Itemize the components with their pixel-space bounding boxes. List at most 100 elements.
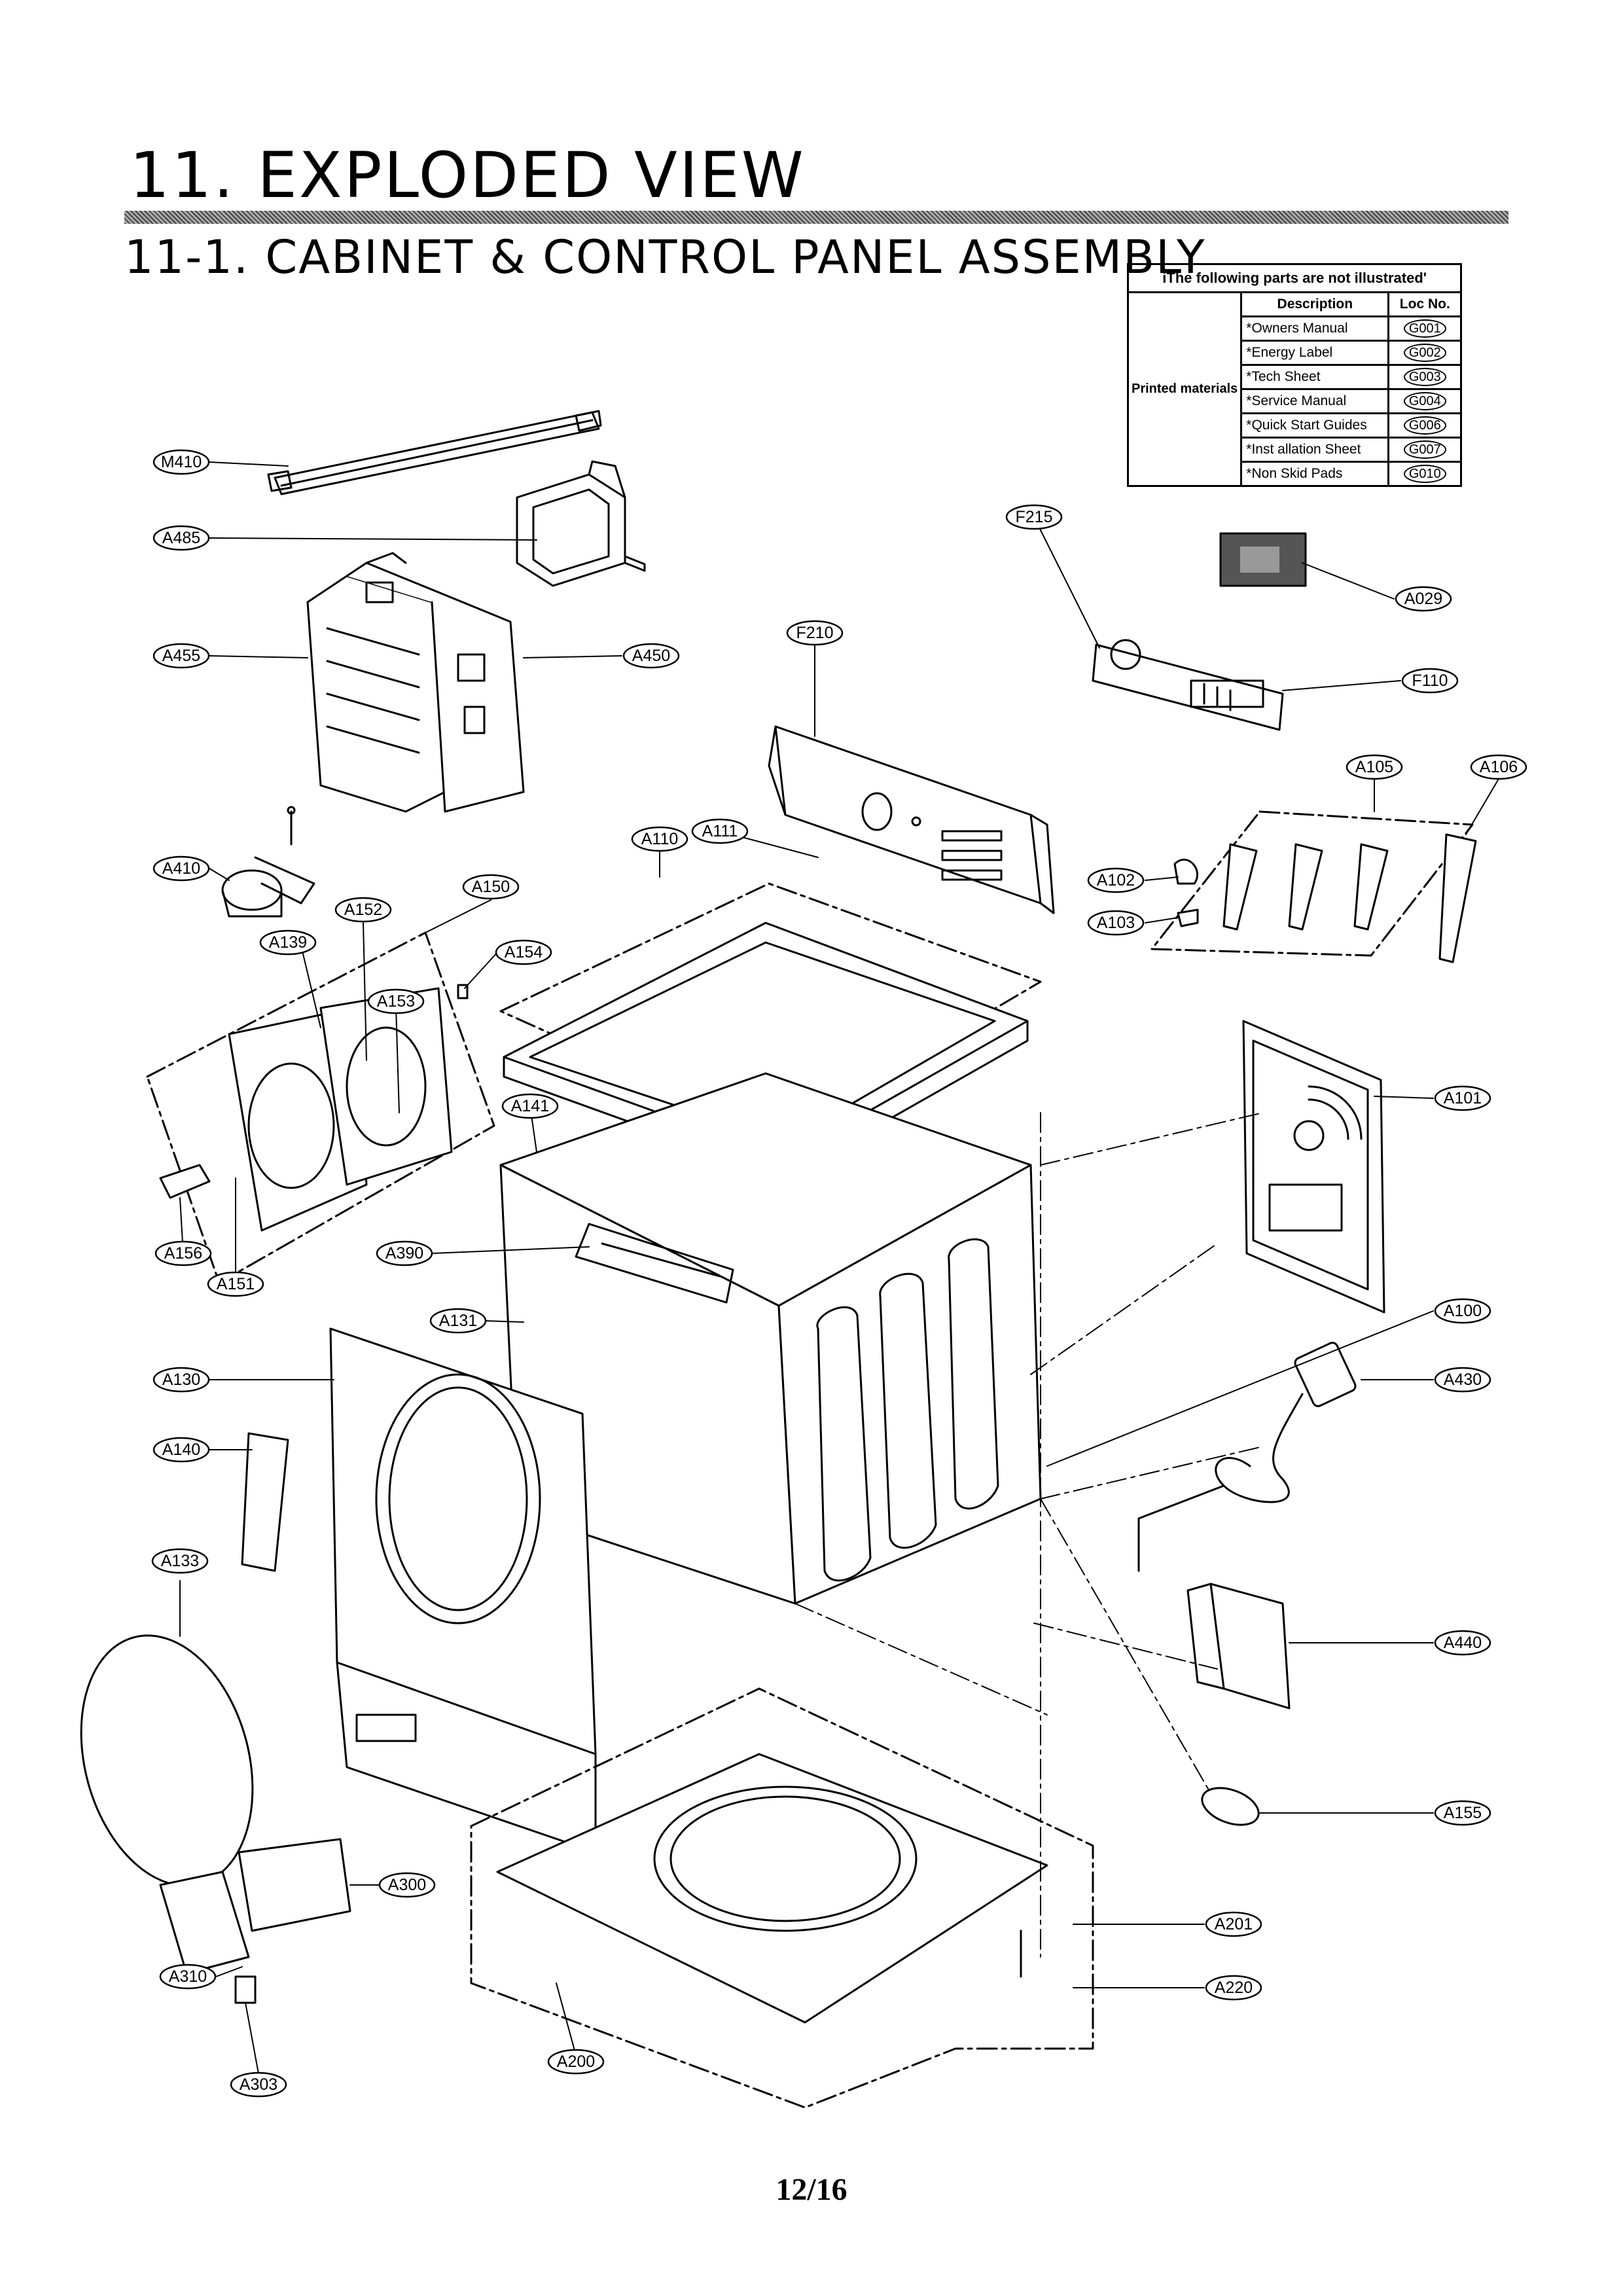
table-caption: iThe following parts are not illustrated… [1126, 263, 1463, 293]
loc-code: G001 [1403, 319, 1446, 338]
callout-label: A151 [217, 1275, 255, 1293]
callout-oval [154, 1240, 212, 1266]
callout-label: A131 [439, 1312, 477, 1330]
foot-part [1201, 1787, 1260, 1826]
callout-label: A152 [344, 901, 382, 919]
loc-code: G002 [1403, 344, 1446, 362]
callout-oval [1434, 1630, 1491, 1656]
callout-oval [1401, 668, 1459, 694]
callout-label: A150 [472, 878, 510, 896]
callout-oval [378, 1872, 436, 1898]
callout-oval [1087, 867, 1145, 893]
callout-label: A103 [1097, 914, 1135, 932]
callout-label: A303 [240, 2075, 277, 2094]
noise-filter-part [1209, 1583, 1291, 1710]
clip-part [1173, 859, 1199, 885]
callout-label: A111 [702, 822, 738, 840]
callout-oval [207, 1271, 264, 1297]
callout-label: M410 [161, 453, 202, 471]
callout-oval [1087, 910, 1145, 936]
callout-oval [152, 643, 210, 669]
callout-oval [1434, 1367, 1491, 1393]
callout-oval [495, 939, 552, 965]
callout-oval [1005, 504, 1063, 530]
callout-label: A410 [162, 859, 200, 878]
title-rule [124, 211, 1508, 224]
section-title: 11-1. CABINET & CONTROL PANEL ASSEMBLY [124, 230, 1206, 284]
dispenser-group-part [1150, 810, 1477, 963]
control-panel-part [768, 725, 1055, 914]
front-cabinet-part [329, 1327, 597, 1854]
callout-label: A105 [1355, 758, 1393, 776]
loc-code: G007 [1403, 440, 1446, 459]
callout-oval [159, 1964, 217, 1990]
callout-oval [1205, 1975, 1262, 2001]
callout-label: A390 [385, 1244, 423, 1263]
leader-lines [794, 1112, 1264, 1958]
loc-code: G006 [1403, 416, 1446, 435]
callout-label: A154 [505, 943, 543, 961]
drain-plug-part [234, 1975, 257, 2004]
callout-oval [1205, 1911, 1262, 1937]
callout-label: A455 [162, 647, 200, 665]
callout-oval [1434, 1298, 1491, 1324]
callout-label: A102 [1097, 871, 1135, 889]
callout-label: F210 [796, 624, 834, 642]
callout-oval [152, 1367, 210, 1393]
power-cord-part [1137, 1342, 1357, 1572]
callout-oval [1346, 754, 1403, 780]
callout-oval [1470, 754, 1527, 780]
callout-label: A139 [269, 933, 307, 952]
callout-oval [334, 897, 392, 923]
callout-oval [1395, 586, 1452, 612]
clip-part [1177, 908, 1199, 927]
callout-label: F110 [1412, 672, 1448, 690]
callout-oval [230, 2072, 287, 2098]
main-pcb-assembly-part [306, 552, 525, 813]
callout-oval [786, 620, 844, 646]
callout-label: A220 [1215, 1979, 1253, 1997]
loc-code: G004 [1403, 392, 1446, 410]
callout-label: A200 [557, 2053, 595, 2071]
loc-code: G010 [1403, 465, 1446, 483]
callout-label: A130 [162, 1371, 200, 1389]
callout-oval [152, 855, 210, 882]
callout-label: A300 [388, 1876, 426, 1894]
not-illustrated-table: iThe following parts are not illustrated… [1126, 263, 1463, 487]
callout-label: A450 [632, 647, 670, 665]
callout-oval [367, 988, 425, 1014]
callout-label: A106 [1480, 758, 1518, 776]
callout-ovals [151, 449, 1527, 2098]
callout-label: A310 [169, 1967, 207, 1986]
callout-oval [501, 1093, 559, 1119]
callout-oval [259, 929, 317, 956]
page-title: 11. EXPLODED VIEW [130, 139, 806, 212]
callout-label: A141 [511, 1097, 549, 1115]
loc-code: G003 [1403, 368, 1446, 386]
callout-oval [1434, 1085, 1491, 1111]
callout-oval [152, 525, 210, 551]
callout-label: A101 [1444, 1089, 1482, 1107]
drain-cover-part [238, 1838, 351, 1932]
callout-label: F215 [1016, 508, 1053, 526]
callout-oval [152, 449, 210, 475]
callout-label: A110 [641, 830, 679, 848]
callout-leaders [179, 461, 1499, 2074]
top-bracket-part [267, 410, 602, 495]
callout-oval [429, 1308, 487, 1334]
callout-label: A430 [1444, 1371, 1482, 1389]
callout-label: A156 [164, 1244, 202, 1263]
callout-oval [622, 643, 680, 669]
callout-label: A153 [377, 992, 415, 1011]
base-part [470, 1687, 1094, 2109]
page-number: 12/16 [776, 2172, 847, 2207]
motor-part [221, 806, 315, 918]
callout-oval [691, 818, 749, 844]
